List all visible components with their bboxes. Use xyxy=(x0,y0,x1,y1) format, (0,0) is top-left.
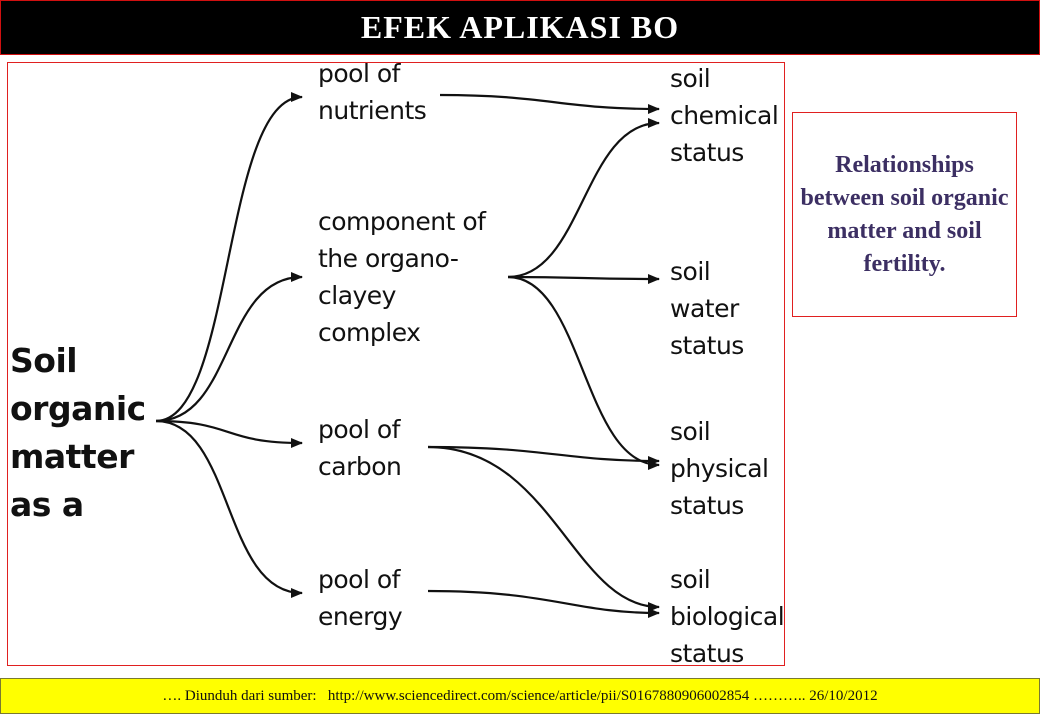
role-node-carbon: pool of carbon xyxy=(318,415,402,481)
arrow-nutrients-to-chemical xyxy=(439,93,660,114)
arrow-root-to-energy xyxy=(155,419,303,598)
arrow-organo-to-water xyxy=(507,273,660,284)
arrow-carbon-to-physical xyxy=(427,445,660,466)
outcome-node-physical: soil physical status xyxy=(670,417,769,520)
flow-arrows xyxy=(155,92,660,618)
arrow-root-to-nutrients xyxy=(155,92,303,423)
arrow-energy-to-biological xyxy=(427,589,660,618)
caption-box: Relationships between soil organic matte… xyxy=(792,112,1017,317)
source-footer: …. Diunduh dari sumber: http://www.scien… xyxy=(0,678,1040,714)
root-node: Soil organic matter as a xyxy=(10,341,146,524)
arrow-carbon-to-biological xyxy=(427,445,660,612)
arrow-root-to-organo-clayey xyxy=(155,272,303,423)
role-node-organo-clayey: component of the organo- clayey complex xyxy=(318,207,486,347)
arrow-organo-to-physical xyxy=(507,275,660,470)
source-citation: …. Diunduh dari sumber: http://www.scien… xyxy=(162,687,878,704)
caption-text: Relationships between soil organic matte… xyxy=(800,151,1009,277)
slide-title: EFEK APLIKASI BO xyxy=(360,9,680,45)
role-node-energy: pool of energy xyxy=(318,565,403,631)
outcome-node-water: soil water status xyxy=(670,257,744,360)
arrow-root-to-carbon xyxy=(155,419,303,448)
outcome-node-chemical: soil chemical status xyxy=(670,64,779,167)
title-bar: EFEK APLIKASI BO xyxy=(0,0,1040,55)
diagram-panel: Soil organic matter as a pool of nutrien… xyxy=(7,62,785,666)
arrow-organo-to-chemical xyxy=(507,118,660,279)
role-node-nutrients: pool of nutrients xyxy=(318,62,427,125)
outcome-node-biological: soil biological status xyxy=(670,565,785,666)
